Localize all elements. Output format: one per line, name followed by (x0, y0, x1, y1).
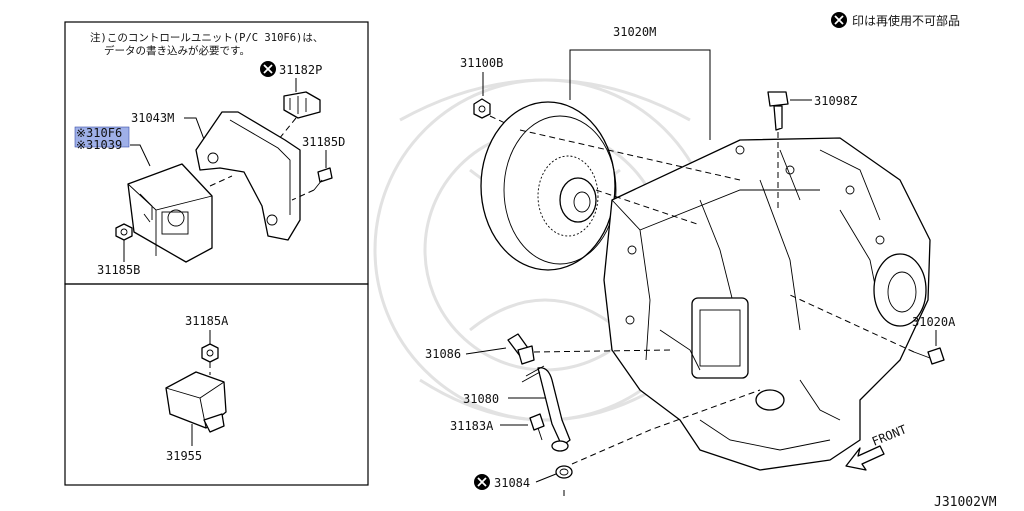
tube-part[interactable] (521, 365, 571, 452)
part-label-31183A[interactable]: 31183A (450, 419, 494, 433)
drawing-code: J31002VM (934, 495, 997, 510)
nut-part[interactable] (201, 343, 219, 363)
part-label-31098Z[interactable]: 31098Z (814, 94, 857, 108)
legend-text: 印は再使用不可部品 (852, 13, 960, 28)
sensor-box (64, 283, 369, 486)
control-unit-part[interactable] (127, 163, 213, 263)
fitting-part[interactable] (507, 333, 535, 365)
front-label: FRONT (870, 422, 909, 449)
part-label-31185B[interactable]: 31185B (97, 263, 140, 277)
part-label-31020M[interactable]: 31020M (613, 25, 656, 39)
part-label-310F6[interactable]: ※310F6 (76, 126, 122, 140)
part-label-31185D[interactable]: 31185D (302, 135, 345, 149)
torque-converter-part[interactable] (480, 101, 617, 271)
part-label-31084[interactable]: 31084 (494, 476, 530, 490)
part-label-31955[interactable]: 31955 (166, 449, 202, 463)
nut-part[interactable] (115, 223, 133, 241)
nut-part[interactable] (473, 98, 491, 119)
part-label-31100B[interactable]: 31100B (460, 56, 503, 70)
note-line-1: 注)このコントロールユニット(P/C 310F6)は、 (90, 31, 323, 44)
front-arrow-icon (845, 445, 885, 471)
x-circle-icon (260, 61, 276, 77)
part-label-31185A[interactable]: 31185A (185, 314, 229, 328)
bolt-part[interactable] (913, 347, 945, 365)
transmission-assembly-part[interactable] (603, 137, 931, 471)
bolt-part[interactable] (529, 413, 545, 441)
part-label-31039[interactable]: ※31039 (76, 138, 122, 152)
part-label-31080[interactable]: 31080 (463, 392, 499, 406)
note-line-2: データの書き込みが必要です。 (104, 44, 250, 57)
part-label-31043M[interactable]: 31043M (131, 111, 174, 125)
o-ring-part[interactable] (555, 465, 573, 479)
x-circle-icon (831, 12, 847, 28)
connector-part[interactable] (283, 91, 321, 119)
part-label-31086[interactable]: 31086 (425, 347, 461, 361)
bolt-part[interactable] (767, 91, 789, 131)
x-circle-icon (474, 474, 490, 490)
bracket-part[interactable] (195, 111, 301, 241)
part-label-31182P[interactable]: 31182P (279, 63, 322, 77)
highlight-box (74, 126, 130, 148)
bolt-part[interactable] (313, 167, 333, 191)
part-label-31020A[interactable]: 31020A (912, 315, 956, 329)
sensor-part[interactable] (165, 371, 227, 433)
